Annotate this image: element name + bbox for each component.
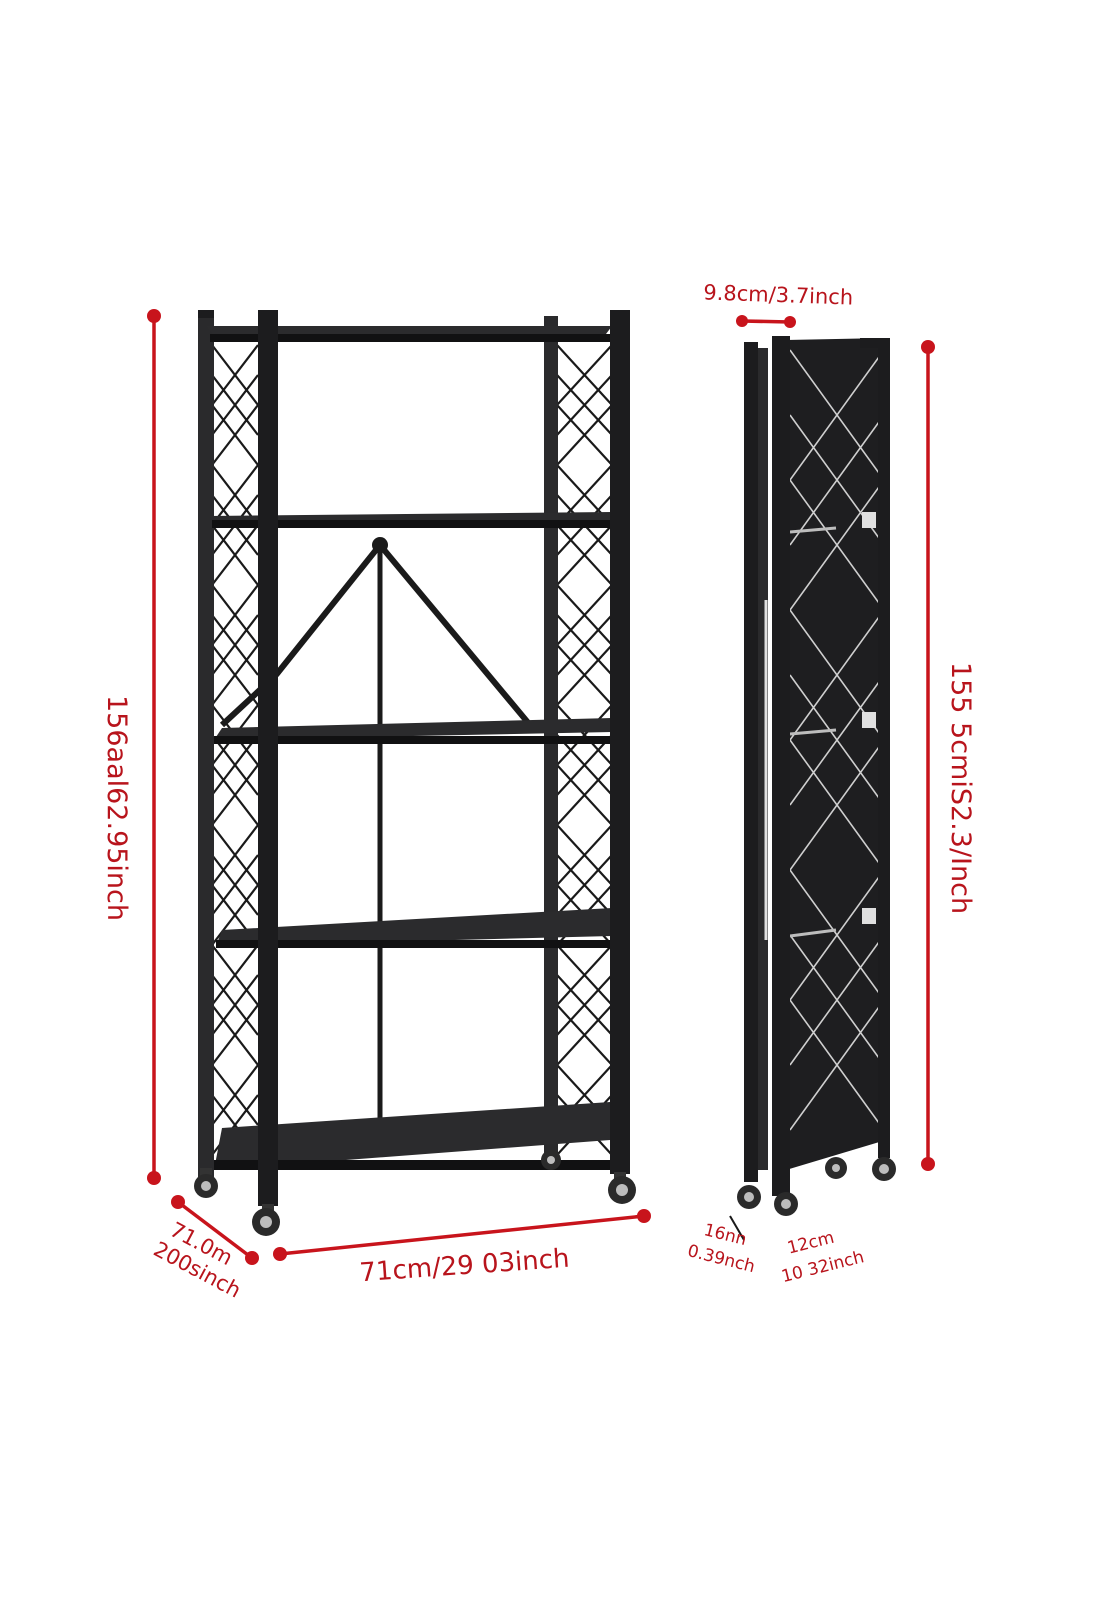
dim-depth-expanded: 71.0m 200sinch xyxy=(150,1195,259,1303)
shelf-2 xyxy=(210,512,612,528)
folded-top-cap xyxy=(860,338,886,348)
folded-shelf xyxy=(737,336,896,1216)
folded-caster-1 xyxy=(737,1185,761,1209)
caster-back-left xyxy=(194,1168,218,1198)
caster-front-left xyxy=(252,1204,280,1236)
folded-caster-4 xyxy=(872,1157,896,1181)
folded-caster-2 xyxy=(774,1192,798,1216)
shelf-3 xyxy=(214,718,612,744)
shelf-1 xyxy=(206,326,612,342)
wheel-gap-label-2: 0.39nch xyxy=(685,1241,757,1277)
front-right-post xyxy=(610,310,630,1174)
height-folded-label: 155 5cmiS2.3/Inch xyxy=(945,662,976,914)
folded-width-label-1: 12cm xyxy=(785,1228,836,1259)
dim-width-expanded: 71cm/29 03inch xyxy=(273,1209,651,1288)
dim-height-folded: 155 5cmiS2.3/Inch xyxy=(921,340,976,1171)
dim-folded-width: 12cm 10 32inch xyxy=(779,1228,866,1287)
height-expanded-label: 156aal62.95inch xyxy=(101,695,132,921)
folded-caster-3 xyxy=(825,1157,847,1179)
top-left-cap xyxy=(198,310,214,318)
folded-clip-1 xyxy=(862,512,876,528)
caster-front-right xyxy=(608,1172,636,1204)
folded-right-post xyxy=(878,338,890,1158)
dim-depth-folded: 9.8cm/3.7inch xyxy=(703,280,854,328)
front-left-post xyxy=(258,310,278,1206)
folded-back-post xyxy=(744,342,758,1182)
folded-inner-post xyxy=(758,348,768,1170)
dim-wheel-gap: 16nn 0.39nch xyxy=(685,1215,757,1277)
center-brace xyxy=(219,537,533,1130)
folded-side-panel xyxy=(786,338,886,1170)
folded-front-post xyxy=(772,336,790,1196)
folded-clip-3 xyxy=(862,908,876,924)
shelf-4 xyxy=(216,908,612,948)
left-side-lattice xyxy=(210,344,260,1156)
width-expanded-label: 71cm/29 03inch xyxy=(358,1244,570,1289)
depth-folded-label: 9.8cm/3.7inch xyxy=(703,280,854,309)
dim-height-expanded: 156aal62.95inch xyxy=(101,309,161,1185)
caster-back-right xyxy=(541,1150,561,1170)
back-left-post xyxy=(198,310,214,1180)
folded-clip-2 xyxy=(862,712,876,728)
right-side-lattice xyxy=(555,344,614,1156)
expanded-shelf xyxy=(194,310,636,1236)
shelf-5 xyxy=(214,1102,610,1170)
